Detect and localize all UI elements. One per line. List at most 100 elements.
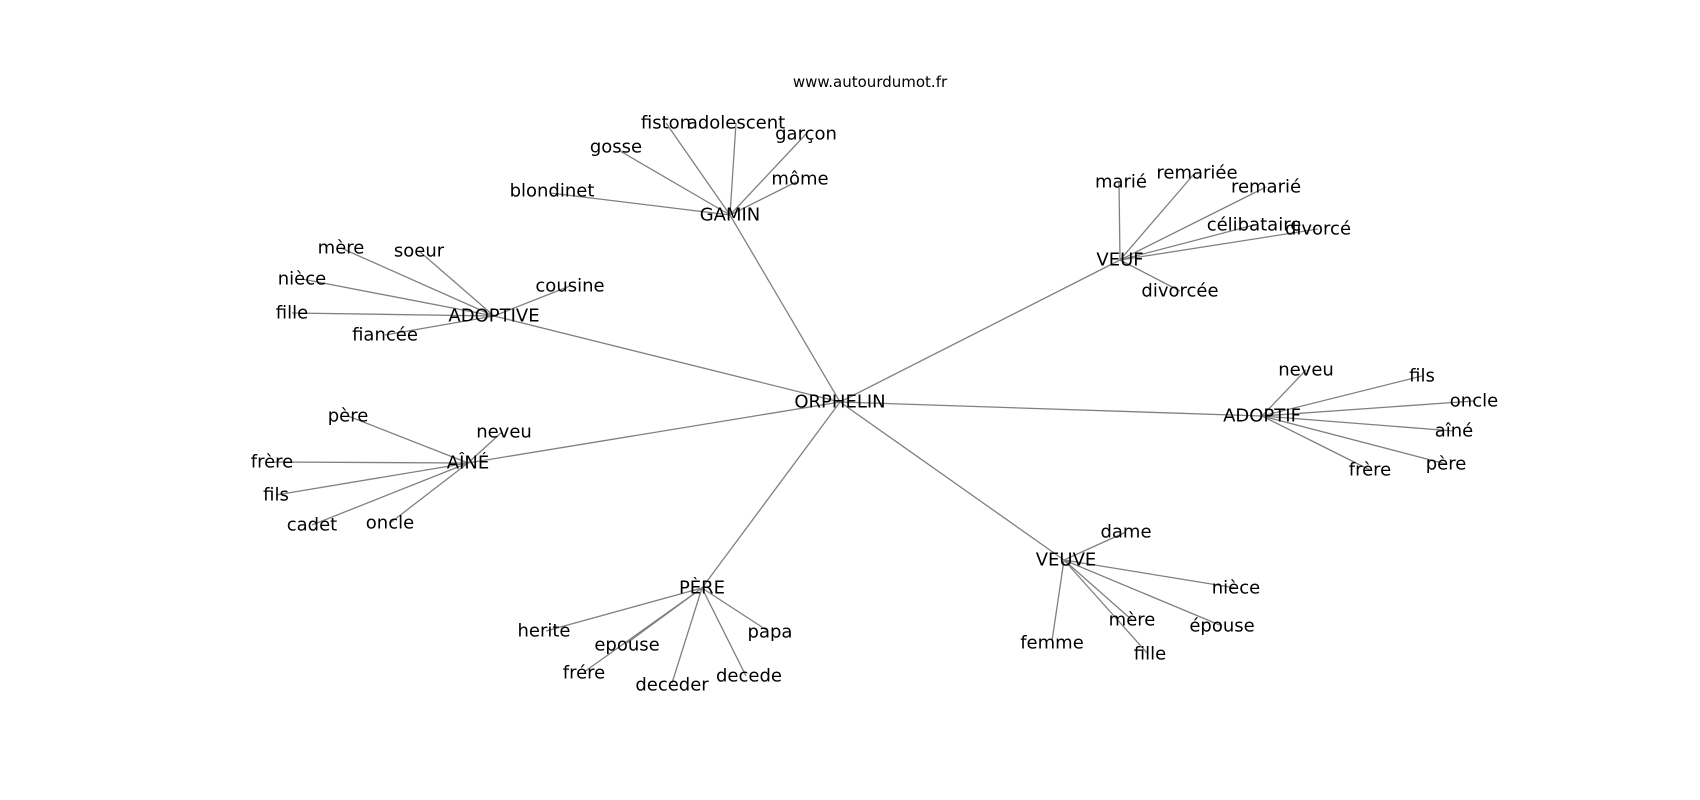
- edge-gamin-word: [729, 181, 797, 216]
- edge-aine-word: [275, 462, 469, 496]
- hub-node-adoptif: ADOPTIF: [1223, 406, 1301, 427]
- edge-adoptif-word: [1261, 400, 1475, 417]
- edge-adoptif-word: [1261, 415, 1371, 471]
- edge-adoptive-word: [340, 247, 495, 317]
- word-node: mère: [318, 238, 365, 259]
- word-node: blondinet: [510, 181, 595, 202]
- hub-node-veuf: VEUF: [1096, 250, 1143, 271]
- word-node: fils: [1409, 366, 1435, 387]
- word-node: deceder: [635, 675, 709, 696]
- edge-veuve-word: [1063, 559, 1133, 621]
- word-node: femme: [1020, 633, 1084, 654]
- edge-veuf-word: [1119, 173, 1195, 261]
- edge-adoptive-word: [301, 278, 495, 317]
- word-node: oncle: [1450, 391, 1498, 412]
- site-watermark: www.autourdumot.fr: [793, 73, 948, 91]
- word-node: neveu: [476, 422, 532, 443]
- hub-node-aine: AÎNÉ: [447, 452, 489, 474]
- word-node: fils: [263, 485, 289, 506]
- word-node: cousine: [535, 276, 604, 297]
- word-node: herite: [517, 621, 570, 642]
- word-node: père: [1426, 454, 1467, 475]
- edge-gamin-word: [665, 122, 731, 216]
- word-node: fille: [276, 303, 308, 324]
- word-node: neveu: [1278, 360, 1334, 381]
- hub-node-pere: PÈRE: [679, 577, 725, 599]
- edge-veuve-word: [1063, 559, 1223, 627]
- edge-center-adoptive: [493, 315, 841, 403]
- edge-gamin-word: [619, 150, 731, 216]
- word-node: épouse: [1189, 616, 1254, 637]
- edge-pere-word: [545, 587, 703, 632]
- word-node: garçon: [775, 124, 837, 145]
- edge-veuve-word: [1063, 531, 1127, 561]
- edge-center-veuve: [839, 401, 1065, 561]
- edge-center-pere: [701, 401, 841, 589]
- word-node: frère: [1349, 460, 1392, 481]
- labels: ORPHELIN GAMIN fiston adolescent garçon …: [251, 113, 1498, 696]
- edge-center-gamin: [729, 214, 841, 403]
- word-node: nièce: [278, 269, 326, 290]
- word-node: remariée: [1156, 163, 1237, 184]
- word-node: môme: [771, 169, 828, 190]
- edge-veuf-word: [1119, 224, 1255, 261]
- edge-pere-word: [701, 587, 747, 677]
- edge-aine-word: [467, 431, 503, 464]
- edge-pere-word: [701, 587, 769, 632]
- word-node: cadet: [287, 515, 337, 536]
- edge-aine-word: [271, 461, 469, 464]
- hub-node-adoptive: ADOPTIVE: [448, 306, 539, 327]
- edge-center-aine: [467, 401, 841, 464]
- word-node: epouse: [594, 635, 659, 656]
- word-node: fille: [1134, 644, 1166, 665]
- word-node: soeur: [394, 241, 445, 262]
- edge-adoptif-word: [1261, 415, 1447, 465]
- word-node: frère: [251, 452, 294, 473]
- edge-gamin-word: [729, 133, 807, 216]
- word-node: fiston: [641, 113, 691, 134]
- hub-node-gamin: GAMIN: [700, 205, 761, 226]
- center-node: ORPHELIN: [794, 392, 885, 413]
- edge-center-veuf: [839, 259, 1121, 403]
- edge-aine-word: [347, 415, 469, 464]
- edge-gamin-word: [549, 192, 731, 216]
- word-node: frére: [563, 663, 606, 684]
- hub-node-veuve: VEUVE: [1036, 550, 1097, 571]
- word-node: fiancée: [352, 325, 418, 346]
- edge-veuf-word: [1119, 228, 1319, 261]
- word-node: decede: [716, 666, 782, 687]
- word-node: oncle: [366, 513, 414, 534]
- edge-adoptive-word: [418, 250, 495, 317]
- word-node: divorcée: [1141, 281, 1218, 302]
- edge-veuf-word: [1119, 186, 1267, 261]
- edge-pere-word: [583, 587, 703, 673]
- word-node: célibataire: [1207, 215, 1302, 236]
- edge-center-adoptif: [839, 401, 1263, 417]
- edge-adoptive-word: [493, 285, 571, 317]
- edges: [271, 122, 1475, 684]
- word-node: divorcé: [1285, 219, 1351, 240]
- edge-adoptif-word: [1261, 415, 1455, 432]
- edge-adoptif-word: [1261, 375, 1423, 417]
- edge-aine-word: [389, 462, 469, 524]
- edge-veuf-word: [1119, 259, 1181, 292]
- edge-veuve-word: [1063, 559, 1149, 655]
- word-node: dame: [1100, 522, 1151, 543]
- edge-adoptive-word: [291, 312, 495, 317]
- word-node: nièce: [1212, 578, 1260, 599]
- word-node: gosse: [590, 137, 642, 158]
- word-node: marié: [1095, 172, 1147, 193]
- word-node: aîné: [1435, 421, 1474, 442]
- word-node: papa: [748, 622, 793, 643]
- edge-veuf-word: [1118, 182, 1121, 261]
- edge-adoptif-word: [1261, 369, 1307, 417]
- word-node: adolescent: [687, 113, 785, 134]
- edge-pere-word: [671, 587, 703, 684]
- edge-veuve-word: [1051, 559, 1065, 642]
- word-node: remarié: [1231, 177, 1301, 198]
- edge-veuve-word: [1063, 559, 1237, 589]
- word-node: mère: [1109, 610, 1156, 631]
- edge-adoptive-word: [384, 315, 495, 336]
- edge-gamin-word: [729, 122, 737, 216]
